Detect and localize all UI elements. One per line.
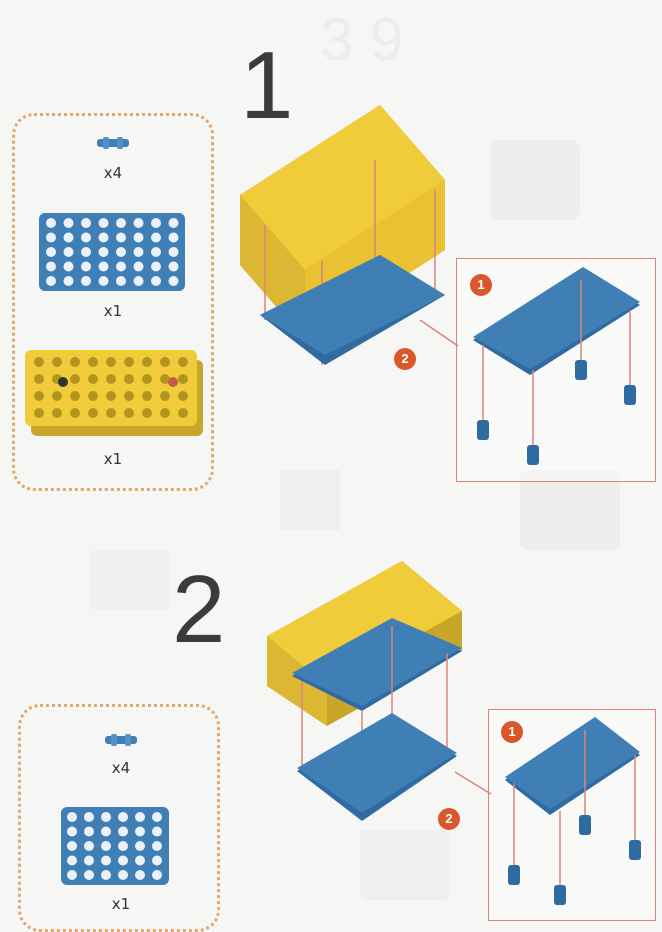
yellow-box-icon [23, 346, 205, 438]
assembly-step-2 [262, 556, 482, 836]
quantity-plate: x1 [91, 895, 151, 913]
parts-box-step-2: x4 x1 [18, 704, 220, 932]
parts-box-step-1: x4 x1 x1 [12, 113, 214, 491]
callout-plate-step-1 [468, 265, 648, 475]
callout-badge-step2-2: 2 [438, 808, 460, 830]
connector-peg-icon [95, 136, 131, 150]
callout-leader-step-2 [455, 770, 495, 800]
callout-leader-step-1 [420, 318, 460, 348]
connector-peg-icon [103, 733, 139, 747]
quantity-plate: x1 [83, 302, 143, 320]
quantity-box: x1 [83, 450, 143, 468]
step-number-2: 2 [172, 562, 225, 658]
callout-plate-step-2 [500, 715, 650, 915]
callout-badge-step1-2: 2 [394, 348, 416, 370]
svg-text:3 9: 3 9 [320, 6, 403, 73]
blue-plate-icon [59, 805, 171, 887]
quantity-peg: x4 [91, 759, 151, 777]
blue-plate-icon [37, 211, 187, 293]
quantity-peg: x4 [83, 164, 143, 182]
